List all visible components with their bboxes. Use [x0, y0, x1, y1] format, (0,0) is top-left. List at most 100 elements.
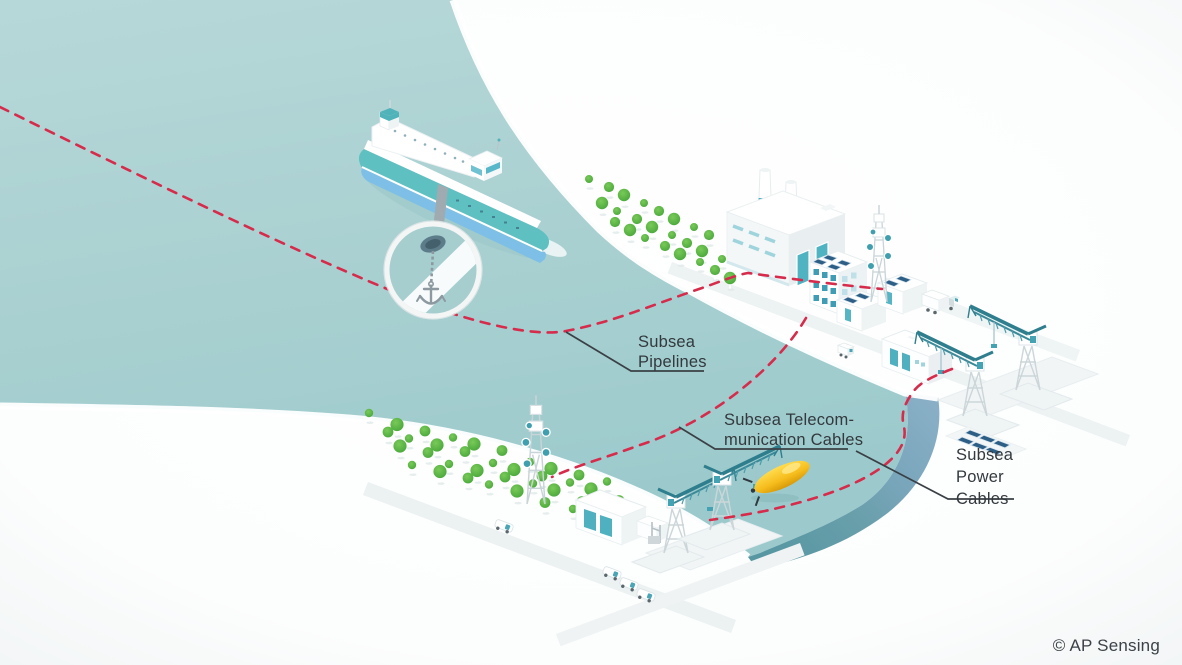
tree: [433, 464, 447, 479]
tree: [404, 434, 414, 443]
auv-fins: [742, 477, 761, 507]
tree: [422, 447, 434, 458]
tree: [659, 240, 671, 252]
tree: [484, 480, 494, 489]
tree: [419, 425, 431, 437]
subsea-power-cable-route: [708, 367, 954, 522]
leader-line-telecom: [678, 426, 848, 450]
tree: [467, 437, 481, 451]
bridge: [468, 138, 503, 181]
tree: [507, 462, 521, 477]
tree: [709, 264, 721, 276]
tree: [617, 188, 631, 202]
superstructure-windows: [393, 129, 465, 163]
tree: [448, 433, 458, 442]
label-pipelines-line2: Pipelines: [638, 353, 707, 371]
truck: [920, 289, 960, 315]
deck-band: [364, 140, 541, 228]
tree: [696, 258, 704, 266]
tree: [568, 504, 578, 514]
tree: [565, 478, 575, 487]
subsea-pipeline-route: [0, 105, 884, 334]
tree: [595, 196, 609, 210]
leader-line-pipelines: [565, 331, 704, 372]
tree: [602, 477, 612, 486]
tree: [668, 231, 676, 239]
tree: [444, 459, 454, 469]
tree: [499, 471, 511, 483]
auv-propeller: [750, 488, 756, 493]
van: [836, 342, 856, 359]
tree: [430, 438, 444, 452]
label-power-line1: Subsea: [956, 446, 1014, 464]
label-subsea-pipelines: Subsea Pipelines: [565, 331, 707, 372]
tree: [667, 212, 681, 226]
tree: [364, 408, 374, 418]
label-subsea-power: Subsea Power Cables: [855, 446, 1014, 508]
hull-waterline-blue: [361, 168, 546, 263]
copyright-text: © AP Sensing: [1053, 636, 1160, 655]
label-telecom-line2: munication Cables: [724, 431, 863, 449]
tree: [585, 175, 593, 183]
tree: [407, 460, 417, 470]
coastline-upper: [449, 0, 939, 402]
tree: [462, 472, 474, 484]
road-lower-cross: [556, 543, 805, 647]
tree: [681, 237, 693, 249]
tree: [573, 469, 585, 481]
leader-line-power: [855, 450, 1014, 500]
port-left: [574, 444, 784, 605]
label-telecom-line1: Subsea Telecom-: [724, 411, 854, 429]
cargo-ship: [358, 100, 567, 263]
tree: [470, 463, 484, 478]
tree: [603, 181, 615, 193]
auv-shadow: [751, 493, 799, 503]
label-subsea-telecom: Subsea Telecom- munication Cables: [678, 411, 863, 450]
anchor-chain-magnifier: [383, 220, 483, 320]
magnifier-outer-ring: [383, 220, 483, 320]
tree: [645, 220, 659, 234]
port-left-shed: [635, 515, 670, 544]
anchor-chain: [429, 250, 435, 288]
subsea-telecom-cable-route: [550, 316, 808, 479]
tree: [690, 223, 698, 231]
coastline-lower: [0, 402, 751, 560]
sea-cross-section: [748, 393, 940, 569]
tree: [703, 229, 715, 241]
wake-stripe: [392, 230, 477, 314]
tree: [390, 417, 404, 432]
tree: [459, 446, 471, 457]
label-power-line2: Power: [956, 468, 1004, 486]
tree: [641, 234, 649, 242]
tree: [695, 244, 709, 258]
solar-array: [944, 426, 1028, 459]
tree: [544, 461, 558, 476]
tree: [631, 213, 643, 225]
forest-top: [585, 175, 737, 292]
label-pipelines-line1: Subsea: [638, 333, 696, 351]
port-right: [913, 304, 1100, 438]
label-power-line3: Cables: [956, 490, 1009, 508]
tree: [510, 484, 524, 498]
tree: [547, 483, 561, 497]
tree: [653, 205, 665, 217]
auv-highlight: [781, 462, 801, 474]
superstructure: [371, 117, 475, 178]
tree: [496, 445, 508, 456]
anchor-icon: [416, 280, 446, 305]
tree: [488, 458, 498, 468]
tree: [613, 207, 621, 215]
auv: [742, 460, 810, 507]
tree: [718, 255, 726, 263]
tree: [382, 426, 394, 438]
hawsehole-inner: [425, 239, 441, 249]
funnel: [379, 100, 399, 131]
tree: [623, 223, 637, 237]
hull-teal: [358, 149, 550, 252]
tree: [609, 216, 621, 228]
boot-line: [361, 166, 543, 252]
tree: [640, 199, 648, 207]
tree: [673, 247, 687, 261]
